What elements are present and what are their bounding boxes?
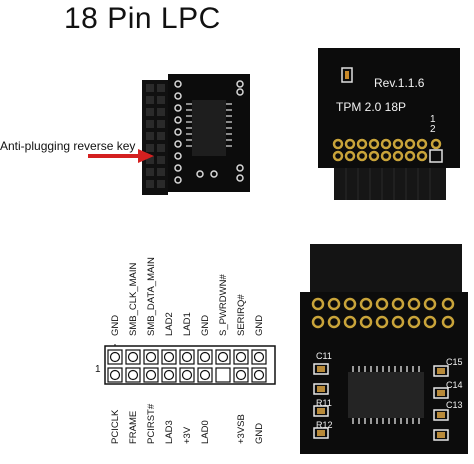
silk-c11: C11 — [316, 351, 332, 361]
pin-label-top: S_PWRDWN# — [218, 274, 229, 336]
reverse-key-label: Anti-plugging reverse key — [0, 139, 136, 153]
pin-label-bottom: LAD3 — [164, 420, 175, 444]
pin-label-bottom: PCICLK — [110, 409, 121, 444]
pin-label-top: GND — [110, 314, 121, 336]
page-title: 18 Pin LPC — [64, 2, 221, 35]
pin-label-top: SMB_CLK_MAIN — [128, 262, 139, 336]
pin-label-top: LAD2 — [164, 312, 175, 336]
silk-r11: R11 — [316, 398, 332, 408]
silk-c13: C13 — [446, 400, 463, 410]
pin-label-bottom: GND — [254, 422, 265, 444]
pin-label-top: SERIRQ# — [236, 294, 247, 336]
pin-label-bottom: LAD0 — [200, 420, 211, 444]
silk-c14: C14 — [446, 380, 463, 390]
pinout-header — [104, 344, 276, 385]
module-side-photo — [142, 74, 250, 195]
board-back-photo — [318, 48, 460, 200]
pin-label-top: SMB_DATA_MAIN — [146, 257, 157, 336]
reverse-key-arrow — [88, 149, 154, 163]
pin-label-top: GND — [200, 314, 211, 336]
pin-label-bottom: +3VSB — [236, 414, 247, 444]
silk-r12: R12 — [316, 420, 333, 430]
pin-label-top: GND — [254, 314, 265, 336]
board-model: TPM 2.0 18P — [336, 100, 407, 114]
pin-label-bottom: PCIRST# — [146, 403, 157, 444]
pin-label-bottom: +3V — [182, 426, 193, 444]
board-pin-mark-1: 1 — [430, 114, 436, 125]
board-front-photo — [300, 244, 468, 454]
board-pin-mark-2: 2 — [430, 124, 436, 135]
pin-label-top: LAD1 — [182, 312, 193, 336]
board-revision: Rev.1.1.6 — [374, 76, 425, 90]
silk-c15: C15 — [446, 357, 463, 367]
pin1-marker: 1 — [95, 364, 101, 375]
pin-label-bottom: FRAME — [128, 410, 139, 444]
